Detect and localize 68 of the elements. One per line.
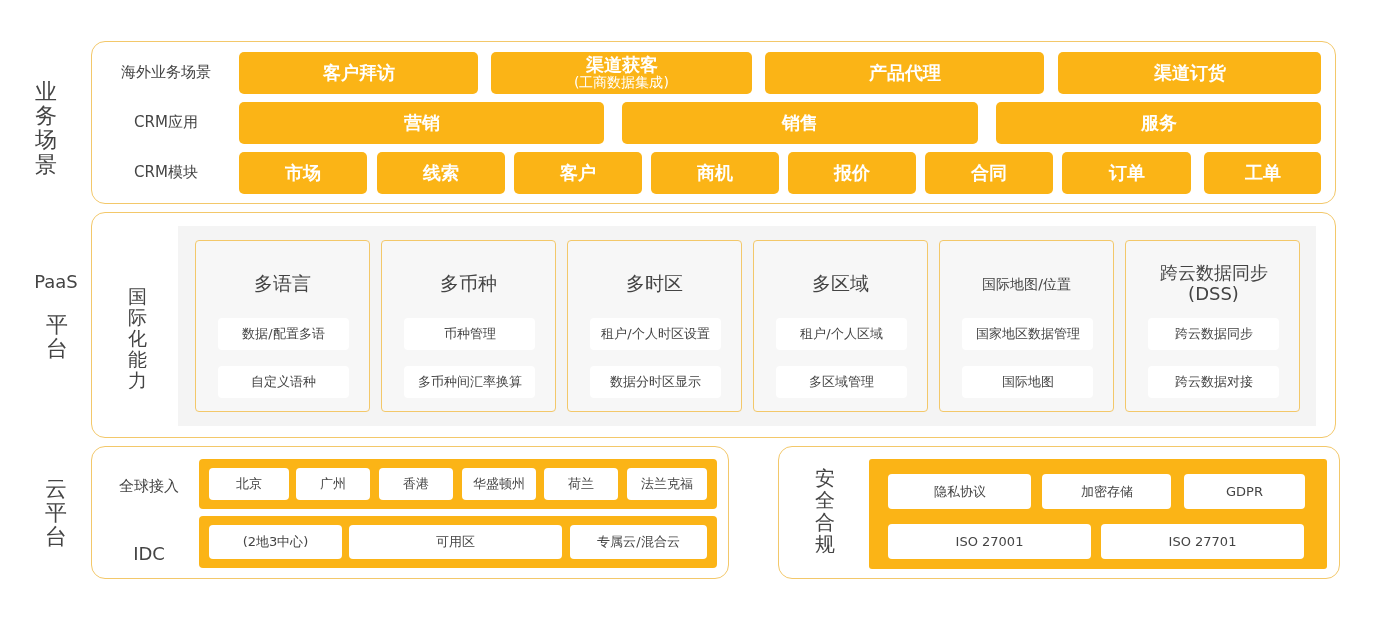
card-title: 多语言 [253, 271, 312, 297]
item-tag: ISO 27001 [888, 524, 1091, 559]
item-tag: 隐私协议 [888, 474, 1031, 509]
section-label: PaaS [33, 269, 79, 294]
section-label: 国际化能力 [128, 286, 147, 391]
item-tag: 多区域管理 [776, 366, 907, 398]
module-box: 订单 [1062, 152, 1191, 194]
group-bar [199, 516, 717, 568]
module-box: 产品代理 [765, 52, 1044, 94]
item-tag: 荷兰 [544, 468, 618, 500]
module-box: 报价 [788, 152, 916, 194]
item-tag: 可用区 [349, 525, 562, 559]
card-title: 多时区 [625, 271, 684, 297]
item-tag: 北京 [209, 468, 289, 500]
item-tag: 法兰克福 [627, 468, 707, 500]
module-box: 客户拜访 [239, 52, 478, 94]
item-tag: 专属云/混合云 [570, 525, 707, 559]
item-tag: 跨云数据同步 [1148, 318, 1279, 350]
capability-card [939, 240, 1114, 412]
card-title: 多区域 [811, 271, 870, 297]
card-title: 多币种 [439, 271, 498, 297]
module-box: 合同 [925, 152, 1053, 194]
item-tag: 租户/个人时区设置 [590, 318, 721, 350]
module-box: 渠道订货 [1058, 52, 1321, 94]
capability-card [753, 240, 928, 412]
module-box: 营销 [239, 102, 604, 144]
item-tag: 数据分时区显示 [590, 366, 721, 398]
module-box: 服务 [996, 102, 1321, 144]
item-tag: 香港 [379, 468, 453, 500]
item-tag: GDPR [1184, 474, 1305, 509]
item-tag: 加密存储 [1042, 474, 1171, 509]
section-label: 平台 [46, 313, 68, 362]
capability-card [567, 240, 742, 412]
item-tag: 自定义语种 [218, 366, 349, 398]
module-box: 线索 [377, 152, 505, 194]
card-title: 国际地图/位置 [981, 274, 1072, 294]
item-tag: 国家地区数据管理 [962, 318, 1093, 350]
module-box: 销售 [622, 102, 978, 144]
section-panel [778, 446, 1340, 579]
section-label: 安全合规 [815, 467, 835, 555]
item-tag: 跨云数据对接 [1148, 366, 1279, 398]
section-label: CRM模块 [133, 162, 199, 184]
item-tag: 广州 [296, 468, 370, 500]
item-tag: 租户/个人区域 [776, 318, 907, 350]
section-label: IDC [132, 541, 166, 566]
item-tag: 多币种间汇率换算 [404, 366, 535, 398]
section-label: 全球接入 [118, 476, 180, 498]
group-bar [199, 459, 717, 509]
group-panel [869, 459, 1327, 569]
card-title: 跨云数据同步 (DSS) [1158, 261, 1269, 306]
item-tag: 国际地图 [962, 366, 1093, 398]
section-label: 云平台 [45, 477, 67, 550]
module-box: 商机 [651, 152, 779, 194]
module-box: 渠道获客 (工商数据集成) [491, 52, 752, 94]
module-box: 工单 [1204, 152, 1321, 194]
capability-card [1125, 240, 1300, 412]
item-tag: ISO 27701 [1101, 524, 1304, 559]
item-tag: 数据/配置多语 [218, 318, 349, 350]
section-label: 业务场景 [35, 80, 57, 177]
section-label: 海外业务场景 [120, 62, 212, 84]
item-tag: 币种管理 [404, 318, 535, 350]
capability-card [195, 240, 370, 412]
capability-card [381, 240, 556, 412]
item-tag: (2地3中心) [209, 525, 342, 559]
section-label: CRM应用 [133, 112, 199, 134]
module-box: 客户 [514, 152, 642, 194]
module-box: 市场 [239, 152, 367, 194]
item-tag: 华盛顿州 [462, 468, 536, 500]
